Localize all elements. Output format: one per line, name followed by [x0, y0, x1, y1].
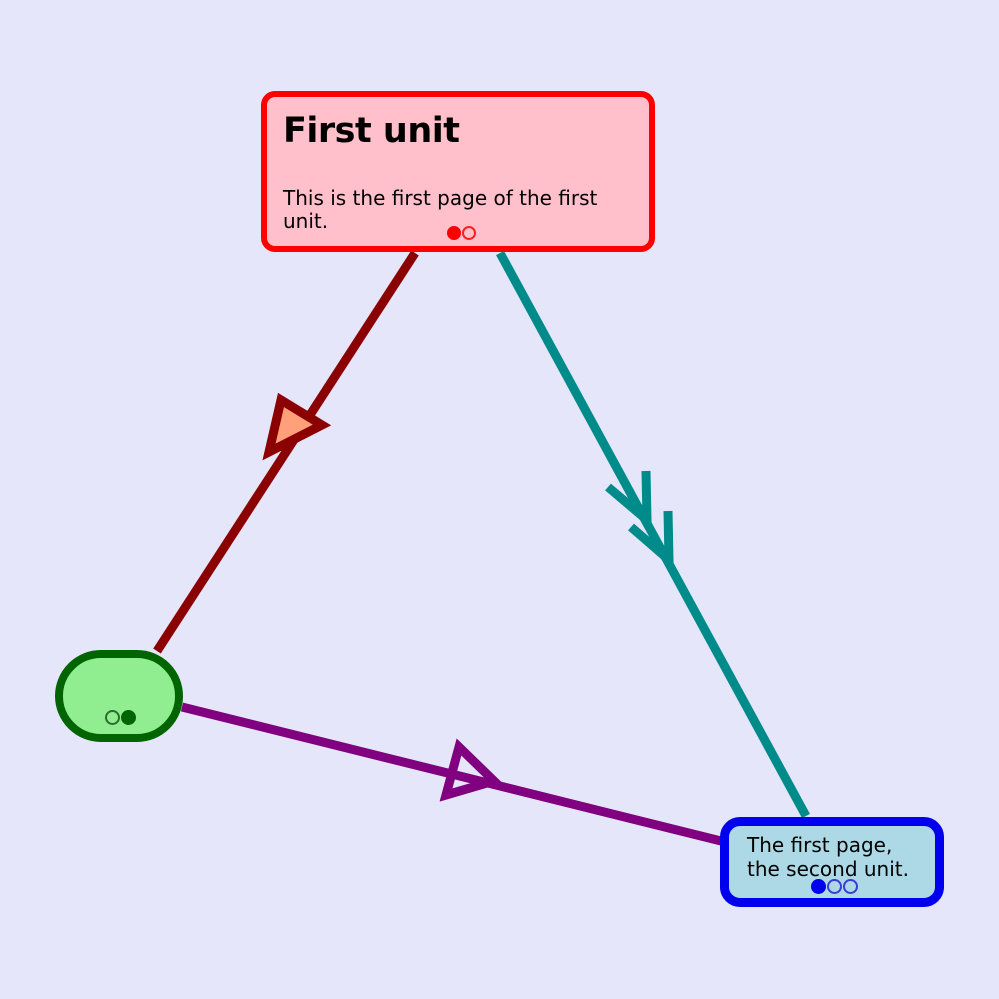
arrowhead-open-chevron-2 — [628, 510, 674, 571]
pagination-dot-active[interactable] — [121, 710, 136, 725]
pagination-dot-active[interactable] — [447, 226, 461, 240]
node-empty-green[interactable] — [55, 650, 183, 742]
edge-line — [153, 250, 419, 654]
pagination-dots[interactable] — [105, 710, 136, 725]
edge-green-to-second[interactable] — [180, 702, 723, 846]
arrowhead-open-chevron-1 — [605, 470, 652, 530]
edge-first-to-second[interactable] — [496, 250, 810, 819]
pagination-dots[interactable] — [811, 879, 858, 894]
node-title: First unit — [283, 111, 460, 151]
edge-line — [496, 250, 810, 819]
node-unit-second[interactable]: The first page, the second unit. — [720, 817, 944, 907]
pagination-dot-active[interactable] — [811, 879, 826, 894]
node-unit-first[interactable]: First unit This is the first page of the… — [261, 91, 655, 252]
arrowhead-filled-triangle — [262, 392, 332, 461]
edge-first-to-green[interactable] — [153, 250, 419, 654]
pagination-dot[interactable] — [843, 879, 858, 894]
arrowhead-hollow-triangle — [439, 738, 503, 802]
pagination-dots[interactable] — [447, 226, 476, 240]
pagination-dot[interactable] — [105, 710, 120, 725]
node-body-text: The first page, the second unit. — [747, 833, 909, 881]
pagination-dot[interactable] — [462, 226, 476, 240]
pagination-dot[interactable] — [827, 879, 842, 894]
node-body-text: This is the first page of the first unit… — [283, 185, 598, 233]
